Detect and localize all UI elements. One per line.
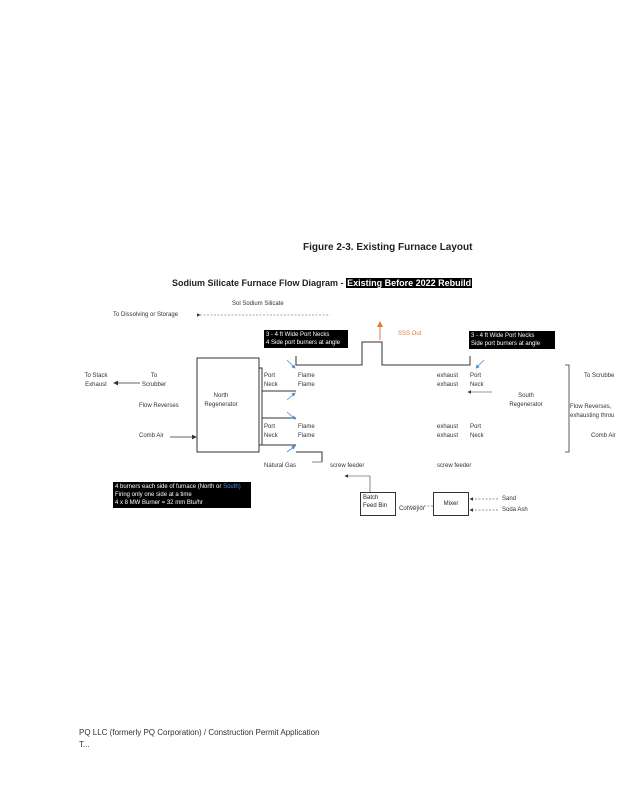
- burner-note-line3: 4 x 8 MW Burner = 32 mm Btu/hr: [115, 500, 203, 506]
- right-callout-line1: 3 - 4 ft Wide Port Necks: [471, 333, 535, 339]
- comb-air-right-label: Comb Air: [591, 433, 616, 439]
- comb-air-left-label: Comb Air: [139, 433, 164, 439]
- figure-title: Figure 2-3. Existing Furnace Layout: [303, 242, 473, 253]
- screw-feeder-right-label: screw feeder: [437, 463, 472, 469]
- north-regenerator-label: North Regenerator: [204, 393, 238, 408]
- to-dissolving-label: To Dissolving or Storage: [113, 312, 179, 318]
- port-neck-left-bottom: Port Neck: [264, 424, 278, 439]
- right-port-callout: 3 - 4 ft Wide Port Necks Side port burne…: [469, 331, 555, 349]
- soda-ash-label: Soda Ash: [502, 507, 528, 513]
- to-scrubber-left-label: To Scrubber: [141, 373, 167, 388]
- port-neck-right-bottom: Port Neck: [470, 424, 484, 439]
- port-neck-right-top: Port Neck: [470, 373, 484, 388]
- port-neck-left-top: Port Neck: [264, 373, 278, 388]
- mixer-box: Mixer: [433, 492, 469, 516]
- exhaust-label-1: exhaust: [437, 373, 459, 379]
- south-regenerator-label: South Regenerator: [509, 393, 543, 408]
- flame-label-4: Flame: [298, 433, 315, 439]
- burner-note-line2: Firing only one side at a time: [115, 492, 192, 498]
- sss-out-label: SSS Out: [398, 331, 422, 337]
- exhaust-label-4: exhaust: [437, 433, 459, 439]
- footer-line2: T...: [79, 740, 90, 749]
- to-scrubber-right-label: To Scrubbe: [584, 373, 615, 379]
- flame-label-1: Flame: [298, 373, 315, 379]
- burner-note-south: South): [223, 484, 241, 490]
- burner-note: 4 burners each side of furnace (North or…: [113, 482, 251, 508]
- footer-line1: PQ LLC (formerly PQ Corporation) / Const…: [79, 728, 320, 737]
- left-callout-line1: 3 - 4 ft Wide Port Necks: [266, 332, 330, 338]
- right-callout-line2: Side port burners at angle: [471, 341, 541, 347]
- batch-feed-bin-box: Batch Feed Bin: [360, 492, 396, 516]
- exhaust-label-3: exhaust: [437, 424, 459, 430]
- diagram-title-prefix: Sodium Silicate Furnace Flow Diagram -: [172, 278, 344, 288]
- flow-reverses-left-label: Flow Reverses: [139, 403, 179, 409]
- flame-label-3: Flame: [298, 424, 315, 430]
- left-callout-line2: 4 Side port burners at angle: [266, 340, 341, 346]
- sol-silicate-label: Sol Sodium Silicate: [232, 301, 284, 307]
- conveyor-label: Conveyor: [399, 506, 425, 512]
- flame-label-2: Flame: [298, 382, 315, 388]
- to-stack-label: To Stack Exhaust: [84, 373, 108, 388]
- diagram-title-highlight: Existing Before 2022 Rebuild: [346, 278, 473, 288]
- sand-label: Sand: [502, 496, 517, 502]
- flow-reverses-right-label: Flow Reverses, exhausting throu: [570, 404, 615, 419]
- natural-gas-label: Natural Gas: [264, 463, 297, 469]
- burner-note-line1: 4 burners each side of furnace (North or…: [115, 484, 241, 490]
- left-port-callout: 3 - 4 ft Wide Port Necks 4 Side port bur…: [264, 330, 348, 348]
- screw-feeder-left-label: screw feeder: [330, 463, 365, 469]
- diagram-title: Sodium Silicate Furnace Flow Diagram - E…: [172, 278, 473, 288]
- exhaust-label-2: exhaust: [437, 382, 459, 388]
